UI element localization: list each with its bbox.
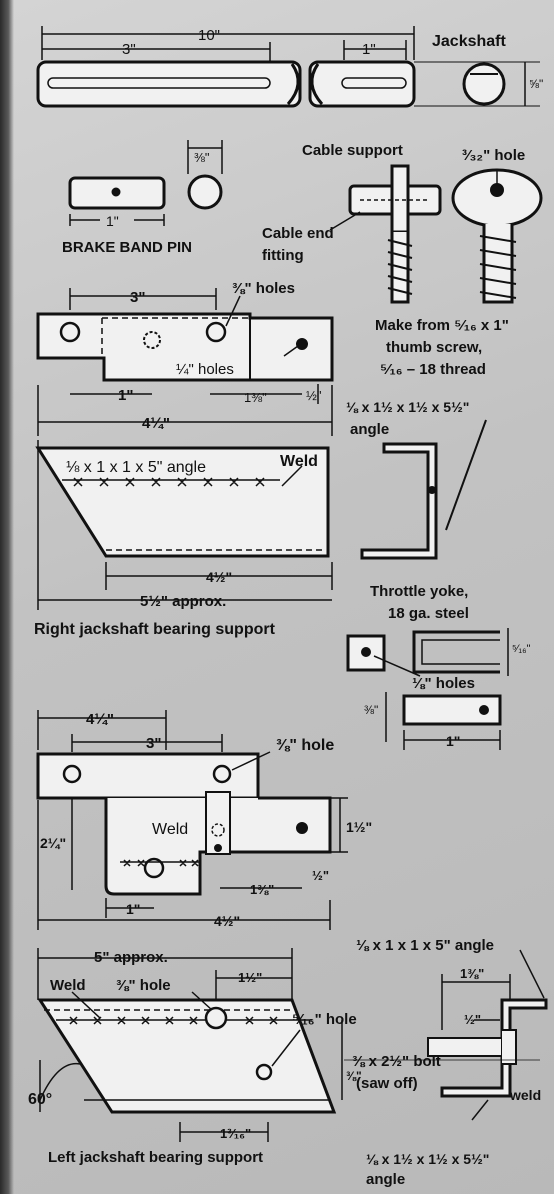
jackshaft-end-dim: ⅝" xyxy=(529,77,543,91)
left-dim-412: 4½" xyxy=(214,913,240,929)
jackshaft-title: Jackshaft xyxy=(432,33,506,50)
left-dim-5: 5" approx. xyxy=(94,949,168,966)
right-angle-top: ⅛ x 1 x 1 x 5" angle xyxy=(66,459,206,476)
left-dim-1: 1" xyxy=(126,901,140,917)
cable-support-title: Cable support xyxy=(302,142,403,159)
left-hole3: ⁵⁄₁₆" hole xyxy=(292,1011,357,1028)
brake-band-pin-drawing xyxy=(68,140,223,226)
left-bolt2: (saw off) xyxy=(356,1075,418,1092)
jackshaft-slot-left-label: 3" xyxy=(122,41,136,58)
right-angle-side2: angle xyxy=(350,421,389,438)
cable-note-1: Make from ⁵⁄₁₆ x 1" xyxy=(375,317,509,334)
left-dim-12b: ½" xyxy=(464,1012,481,1027)
left-dim-12: ½" xyxy=(312,868,329,883)
jackshaft-slot-right-label: 1" xyxy=(362,41,376,58)
right-dim-512: 5½" approx. xyxy=(140,593,226,610)
left-hole2: ⅜" hole xyxy=(116,977,171,994)
left-dim-138b: 1⅜" xyxy=(460,966,484,981)
cable-support-drawing xyxy=(329,164,543,304)
left-hole-38: ⅜" hole xyxy=(276,737,334,754)
right-dim-412: 4½" xyxy=(206,569,232,585)
left-support-top-view xyxy=(36,710,348,930)
right-angle-side: ⅛ x 1½ x 1½ x 5½" xyxy=(346,399,469,415)
yoke-dim-38: ⅜" xyxy=(364,703,378,717)
left-bolt: ⅜ x 2½" bolt xyxy=(352,1053,441,1070)
left-dim-414: 4¼" xyxy=(86,711,114,728)
right-dim-12: ½" xyxy=(306,388,322,403)
right-dim-414: 4¼" xyxy=(142,415,170,432)
right-support-title: Right jackshaft bearing support xyxy=(34,621,276,638)
left-support-title: Left jackshaft bearing support xyxy=(48,1149,263,1166)
yoke-material: 18 ga. steel xyxy=(388,605,469,622)
left-angle-bottom: ⅛ x 1½ x 1½ x 5½" xyxy=(366,1151,489,1167)
cable-end-fitting-label: Cable end fitting xyxy=(262,225,338,264)
pin-title: BRAKE BAND PIN xyxy=(62,239,192,256)
left-dim-112b: 1½" xyxy=(238,970,262,985)
left-dim-38: ⅜" xyxy=(346,1069,362,1083)
right-support-top-view xyxy=(36,288,334,436)
left-angle-bottom2: angle xyxy=(366,1171,405,1188)
right-holes-38: ⅜" holes xyxy=(232,280,295,297)
left-dim-112: 1½" xyxy=(346,819,372,835)
left-angle-top: ⅛ x 1 x 1 x 5" angle xyxy=(356,937,494,954)
left-weld3: weld xyxy=(509,1087,541,1103)
left-dim-214: 2¼" xyxy=(40,835,66,851)
right-dim-3: 3" xyxy=(130,289,145,306)
right-weld: Weld xyxy=(280,453,318,470)
right-holes-14: ¼" holes xyxy=(176,361,234,378)
jackshaft-length-label: 10" xyxy=(198,27,220,44)
cable-note-2: thumb screw, xyxy=(386,339,482,356)
left-angle-60: 60° xyxy=(28,1091,52,1108)
left-weld2: Weld xyxy=(50,977,86,994)
yoke-dim-1: 1" xyxy=(446,733,460,749)
throttle-yoke-drawing xyxy=(346,628,509,750)
left-angle-side-view xyxy=(344,949,548,1121)
right-support-plate-view xyxy=(35,419,487,610)
jackshaft-drawing xyxy=(36,26,540,108)
cable-end-line2: fitting xyxy=(262,247,304,264)
yoke-holes: ⅛" holes xyxy=(412,675,475,692)
left-dim-3: 3" xyxy=(146,735,161,752)
left-weld: Weld xyxy=(152,821,188,838)
yoke-dim-side: ⁵⁄₁₆" xyxy=(512,643,531,655)
yoke-title: Throttle yoke, xyxy=(370,583,468,600)
pin-dia-label: ⅜" xyxy=(194,150,210,165)
right-dim-138: 1⅜" xyxy=(244,390,267,405)
left-dim-138: 1⅜" xyxy=(250,882,274,897)
cable-note-3: ⁵⁄₁₆ – 18 thread xyxy=(380,361,486,378)
cable-end-line1: Cable end xyxy=(262,225,334,242)
cable-hole-label: ³⁄₃₂" hole xyxy=(462,147,525,164)
left-support-plate-view xyxy=(37,948,343,1142)
pin-length-label: 1" xyxy=(106,213,119,229)
right-dim-1: 1" xyxy=(118,387,133,404)
left-dim-1316: 1³⁄₁₆" xyxy=(220,1126,251,1141)
